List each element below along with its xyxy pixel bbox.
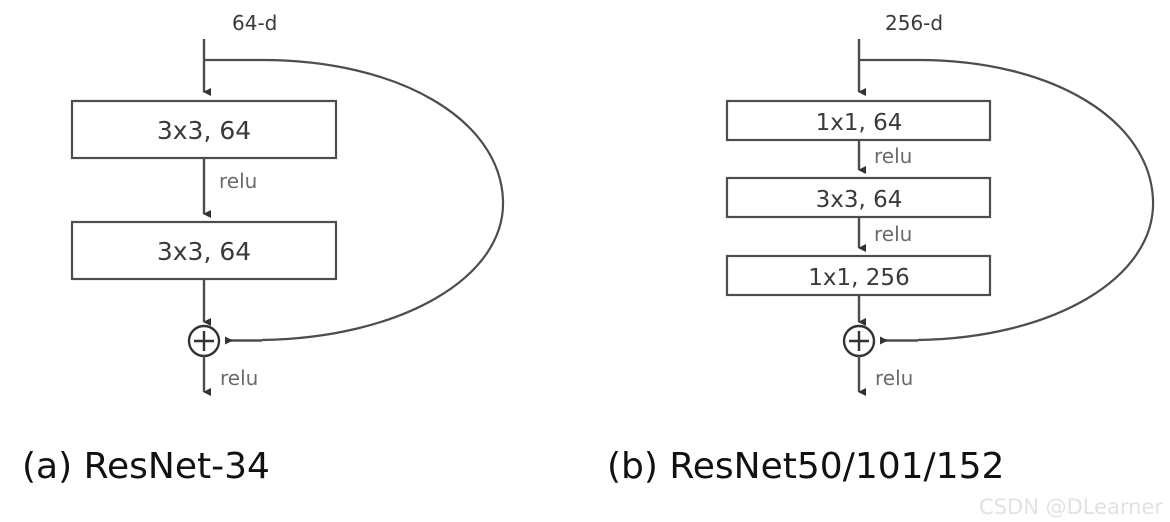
panel-b-caption: (b) ResNet50/101/152 [607, 446, 1004, 487]
panel-b-relu-label-1: relu [874, 222, 912, 246]
panel-a-block-0[interactable] [70, 99, 338, 160]
panel-b-block-2-label: 1x1, 256 [808, 265, 909, 291]
panel-a-relu-label-0: relu [219, 169, 257, 193]
panel-b-block-1-label: 3x3, 64 [816, 187, 903, 213]
panel-b-block-0[interactable] [725, 99, 992, 142]
panel-b-sum-node[interactable] [842, 324, 876, 358]
panel-a-sum-node[interactable] [187, 324, 221, 358]
panel-b-block-0-label: 1x1, 64 [816, 110, 903, 136]
panel-a-block-0-label: 3x3, 64 [157, 116, 251, 145]
panel-a-group: 64-d 3x3, 64 relu 3x3, 64 [22, 11, 505, 487]
panel-a-input-dim-label: 64-d [232, 11, 277, 35]
panel-b-skip-connection [859, 58, 1155, 342]
panel-b-relu-label-2: relu [875, 366, 913, 390]
panel-b-block-1[interactable] [725, 176, 992, 219]
panel-a-caption: (a) ResNet-34 [22, 446, 270, 487]
panel-b-input-dim-label: 256-d [885, 11, 943, 35]
panel-a-skip-connection [204, 58, 505, 342]
panel-b-group: 256-d 1x1, 64 relu 3x3, 64 relu 1x1, 256 [607, 11, 1155, 487]
panel-a-block-1-label: 3x3, 64 [157, 237, 251, 266]
panel-a-relu-label-1: relu [220, 366, 258, 390]
panel-b-block-2[interactable] [725, 254, 992, 297]
watermark-label: CSDN @DLearner [979, 495, 1163, 519]
panel-b-relu-label-0: relu [874, 144, 912, 168]
